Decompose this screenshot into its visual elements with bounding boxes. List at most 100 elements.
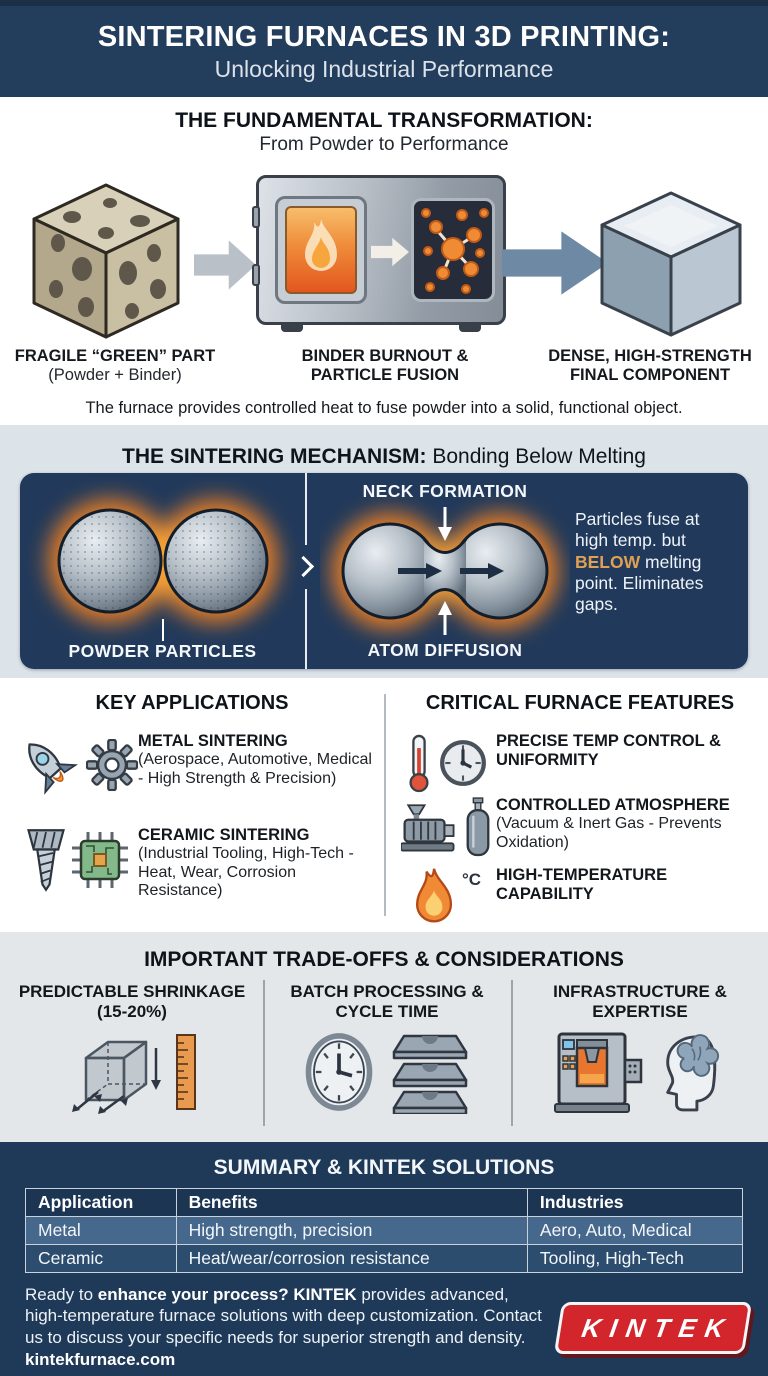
application-item-ceramic: CERAMIC SINTERING (Industrial Tooling, H…	[14, 826, 374, 901]
microchip-icon	[71, 832, 128, 888]
celsius-label: °C	[461, 870, 482, 889]
table-header-row: Application Benefits Industries	[25, 1188, 744, 1217]
cta-post: provides advanced, high-temperature furn…	[25, 1285, 542, 1347]
table-header-benefits: Benefits	[175, 1188, 528, 1217]
application-heading: METAL SINTERING	[138, 732, 288, 750]
furnace-foot-icon	[459, 322, 481, 332]
column-divider	[263, 980, 265, 1126]
kintek-logo-text: KINTEK	[579, 1312, 736, 1343]
table-cell: Heat/wear/corrosion resistance	[175, 1244, 528, 1273]
stage-label-line1: FRAGILE “GREEN” PART	[14, 347, 216, 365]
mechanism-title: THE SINTERING MECHANISM: Bonding Below M…	[0, 445, 768, 469]
furnace-machine-icon	[554, 1032, 643, 1114]
tradeoff-heading: INFRASTRUCTURE & EXPERTISE	[553, 982, 727, 1022]
application-desc: (Industrial Tooling, High-Tech - Heat, W…	[138, 844, 354, 900]
tradeoffs-title: IMPORTANT TRADE-OFFS & CONSIDERATIONS	[144, 948, 624, 971]
table-cell: High strength, precision	[175, 1216, 528, 1245]
panel-divider	[305, 589, 307, 669]
powder-particles-label: POWDER PARTICLES	[68, 641, 257, 661]
table-cell: Tooling, High-Tech	[526, 1244, 744, 1273]
feature-item-high-temp: °C HIGH-TEMPERATURE CAPABILITY	[396, 866, 764, 926]
application-heading: CERAMIC SINTERING	[138, 826, 310, 844]
column-divider	[384, 694, 386, 916]
fusing-particles-icon	[421, 208, 489, 294]
table-header-industries: Industries	[526, 1188, 744, 1217]
transformation-caption: The furnace provides controlled heat to …	[85, 399, 683, 417]
thermometer-icon	[408, 734, 429, 793]
tray-stack-icon	[392, 1034, 468, 1115]
clock-icon	[305, 1033, 373, 1111]
feature-item-atmosphere: CONTROLLED ATMOSPHERE (Vacuum & Inert Ga…	[396, 796, 764, 858]
furnace-particle-window-icon	[411, 198, 495, 302]
arrow-right-icon	[194, 240, 256, 290]
table-row-metal: Metal High strength, precision Aero, Aut…	[25, 1216, 744, 1245]
dense-metal-cube-icon	[600, 191, 742, 337]
screw-icon	[26, 829, 65, 892]
gauge-icon	[439, 740, 486, 786]
stage-label: BINDER BURNOUT & PARTICLE FUSION	[275, 347, 495, 385]
application-desc: (Aerospace, Automotive, Medical - High S…	[138, 750, 372, 787]
shrinkage-cube-icon	[72, 1040, 161, 1115]
furnace-hinge-icon	[252, 264, 260, 286]
panel-divider	[305, 473, 307, 545]
section-sintering-mechanism: THE SINTERING MECHANISM: Bonding Below M…	[0, 425, 768, 678]
neck-formation-icon	[332, 507, 558, 635]
transformation-title: THE FUNDAMENTAL TRANSFORMATION:	[175, 109, 593, 132]
column-divider	[511, 980, 513, 1126]
ruler-icon	[176, 1034, 196, 1111]
flame-icon	[305, 219, 337, 271]
summary-table: Application Benefits Industries Metal Hi…	[25, 1188, 744, 1273]
vacuum-pump-icon	[400, 804, 454, 852]
key-applications-title: KEY APPLICATIONS	[95, 692, 289, 714]
stage-label-line1: DENSE, HIGH-STRENGTH	[548, 347, 752, 365]
stage-label-line2: (Powder + Binder)	[48, 366, 182, 384]
neck-formation-label: NECK FORMATION	[362, 481, 528, 501]
furnace-features-title: CRITICAL FURNACE FEATURES	[425, 692, 735, 714]
sintering-furnace-icon	[252, 175, 506, 332]
stage-label: FRAGILE “GREEN” PART (Powder + Binder)	[5, 347, 225, 385]
mechanism-note: Particles fuse at high temp. but BELOW m…	[575, 509, 737, 616]
page-subtitle: Unlocking Industrial Performance	[214, 55, 554, 82]
furnace-foot-icon	[281, 322, 303, 332]
section-applications-features: KEY APPLICATIONS	[0, 678, 768, 932]
feature-item-temp-control: PRECISE TEMP CONTROL & UNIFORMITY	[396, 732, 764, 794]
feature-heading: HIGH-TEMPERATURE CAPABILITY	[496, 866, 668, 903]
stage-label: DENSE, HIGH-STRENGTH FINAL COMPONENT	[538, 347, 762, 385]
mechanism-title-bold: THE SINTERING MECHANISM:	[122, 445, 427, 468]
tradeoff-heading: BATCH PROCESSING & CYCLE TIME	[290, 982, 484, 1022]
tradeoff-column-infrastructure: INFRASTRUCTURE & EXPERTISE	[516, 982, 764, 1114]
tradeoff-column-shrinkage: PREDICTABLE SHRINKAGE (15-20%)	[8, 982, 256, 1115]
page-title: SINTERING FURNACES IN 3D PRINTING:	[97, 20, 671, 53]
porous-green-part-icon	[32, 183, 180, 339]
transformation-subtitle: From Powder to Performance	[259, 134, 509, 155]
section-tradeoffs: IMPORTANT TRADE-OFFS & CONSIDERATIONS PR…	[0, 932, 768, 1142]
section-summary: SUMMARY & KINTEK SOLUTIONS Application B…	[0, 1142, 768, 1376]
kintek-logo: KINTEK	[553, 1302, 753, 1354]
mechanism-panel: POWDER PARTICLES NECK F	[20, 473, 748, 669]
table-cell: Metal	[25, 1216, 177, 1245]
tradeoff-column-batch: BATCH PROCESSING & CYCLE TIME	[268, 982, 506, 1115]
feature-heading: CONTROLLED ATMOSPHERE	[496, 796, 730, 814]
feature-desc: (Vacuum & Inert Gas - Prevents Oxidation…	[496, 814, 722, 851]
website-url: kintekfurnace.com	[25, 1350, 176, 1369]
note-highlight: BELOW	[575, 551, 641, 572]
header-banner: SINTERING FURNACES IN 3D PRINTING: Unloc…	[0, 0, 768, 97]
table-row-ceramic: Ceramic Heat/wear/corrosion resistance T…	[25, 1244, 744, 1273]
expertise-head-icon	[666, 1034, 719, 1112]
mechanism-title-rest: Bonding Below Melting	[426, 445, 646, 468]
cta-bold: enhance your process? KINTEK	[97, 1285, 357, 1304]
arrow-right-icon	[371, 237, 409, 267]
furnace-hinge-icon	[252, 206, 260, 228]
powder-particles-icon	[48, 499, 278, 641]
gear-icon	[85, 739, 138, 791]
tradeoff-heading: PREDICTABLE SHRINKAGE (15-20%)	[18, 982, 246, 1022]
rocket-icon	[27, 743, 78, 795]
application-item-metal: METAL SINTERING (Aerospace, Automotive, …	[14, 732, 374, 798]
table-cell: Ceramic	[25, 1244, 177, 1273]
flame-icon	[415, 868, 453, 923]
note-post: melting point. Eliminates gaps.	[575, 551, 704, 615]
gas-cylinder-icon	[466, 797, 489, 857]
atom-diffusion-label: ATOM DIFFUSION	[367, 640, 523, 660]
table-cell: Aero, Auto, Medical	[526, 1216, 744, 1245]
